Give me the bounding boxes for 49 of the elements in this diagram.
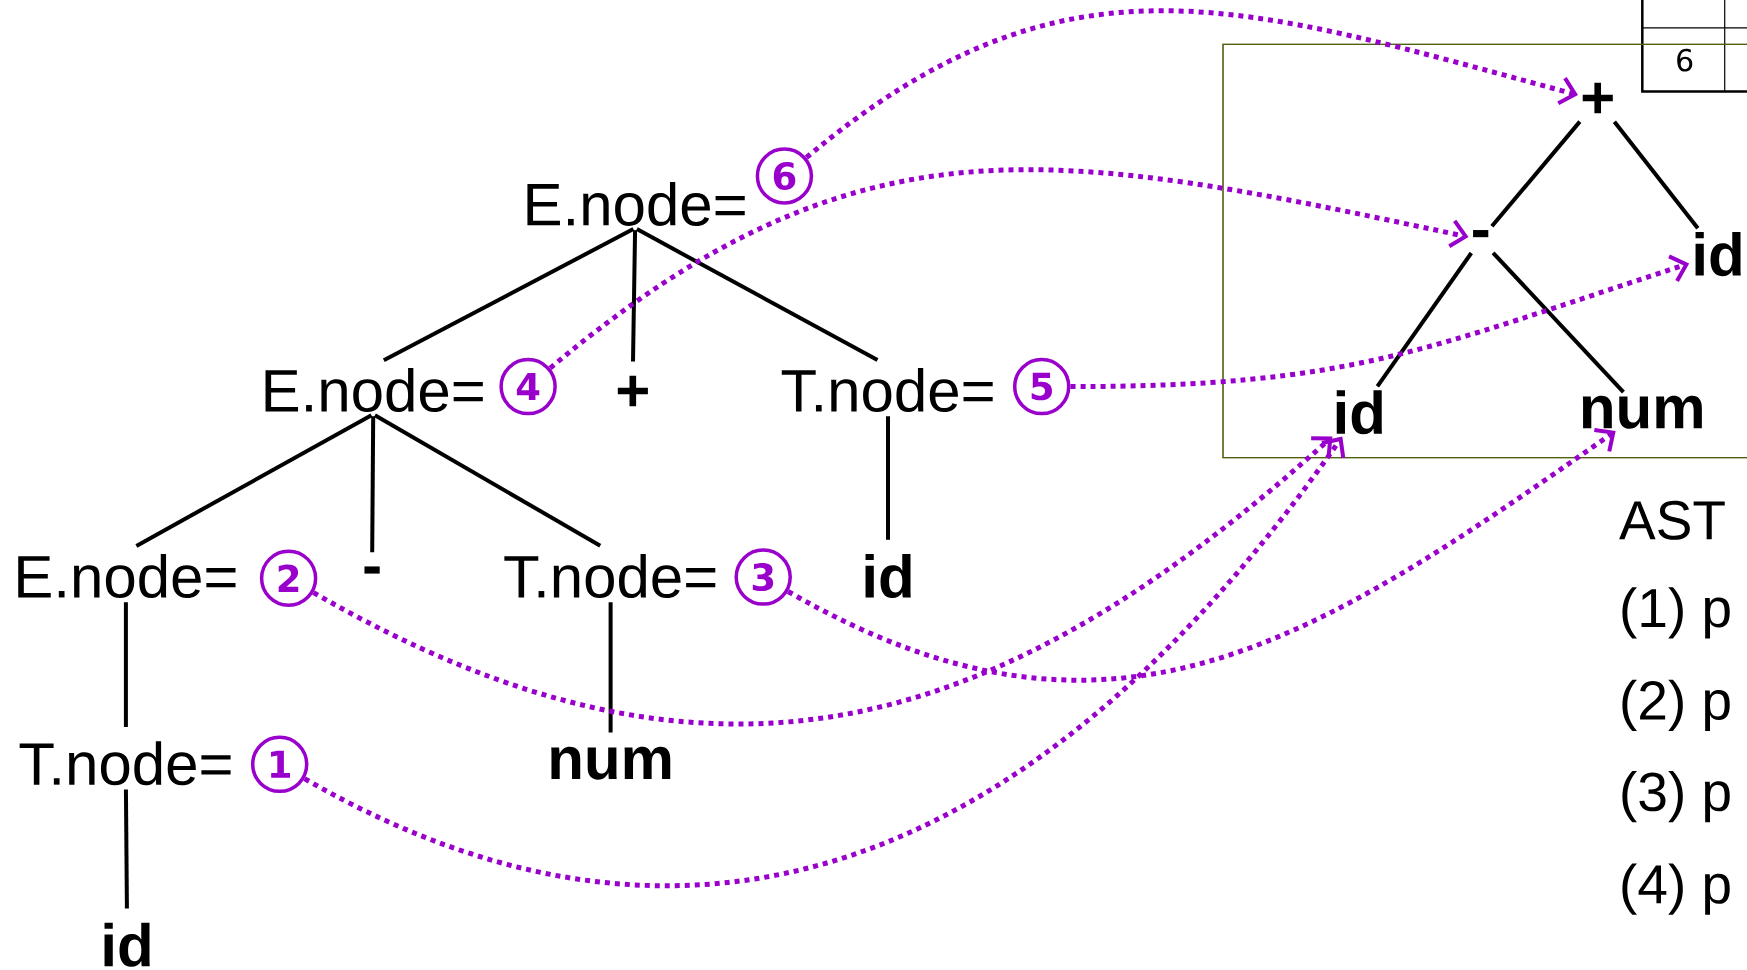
- tree-line: [370, 416, 376, 553]
- circled-number: 1: [250, 735, 309, 794]
- list-item: (3) p: [1622, 771, 1730, 823]
- tree-line: [1490, 120, 1582, 228]
- tree-line: [1612, 120, 1700, 230]
- tree-symbol: num: [1582, 395, 1702, 429]
- circled-number: 4: [499, 357, 557, 416]
- tree-line: [1491, 251, 1625, 394]
- tree-symbol: id: [865, 554, 911, 599]
- attribute-text: T.node=: [781, 368, 993, 413]
- pointer-arrow: [303, 436, 1346, 888]
- tree-line: [135, 413, 373, 548]
- pointer-arrow: [804, 8, 1578, 160]
- tree-line: [635, 227, 879, 362]
- circled-number: 5: [1012, 357, 1071, 416]
- tree-line: [373, 413, 602, 548]
- attribute-text: E.node=: [265, 368, 483, 413]
- circled-number: 2: [259, 549, 318, 607]
- pointer-arrow: [786, 428, 1616, 683]
- tree-symbol: -: [364, 566, 380, 574]
- list-item: (4) p: [1622, 863, 1730, 915]
- ast-frame: [1222, 43, 1747, 459]
- attribute-text: E.node=: [527, 181, 745, 226]
- heading-text: AST: [1619, 500, 1725, 540]
- tree-symbol: +: [1582, 82, 1613, 114]
- tree-line: [123, 602, 128, 727]
- list-item: (1) p: [1622, 587, 1730, 639]
- tree-line: [382, 227, 635, 362]
- tree-symbol: id: [1695, 232, 1741, 277]
- attribute-text: T.node=: [504, 554, 716, 599]
- pointer-arrow: [548, 167, 1469, 371]
- tree-line: [608, 602, 613, 733]
- pointer-arrow: [312, 436, 1333, 726]
- list-item: (2) p: [1622, 679, 1730, 731]
- circled-number: 6: [755, 147, 814, 205]
- tree-symbol: num: [551, 746, 671, 780]
- tree-line: [886, 416, 890, 540]
- tree-symbol: id: [1336, 390, 1382, 435]
- pointer-arrow: [1070, 254, 1690, 390]
- tree-line: [1375, 251, 1473, 388]
- attribute-text: T.node=: [19, 741, 231, 786]
- attribute-text: E.node=: [18, 554, 236, 599]
- tree-line: [631, 230, 638, 362]
- tree-line: [123, 789, 129, 909]
- tree-symbol: +: [617, 375, 648, 407]
- tree-symbol: -: [1473, 230, 1489, 238]
- table-cell: 6: [1677, 48, 1693, 72]
- tree-symbol: id: [104, 922, 150, 967]
- circled-number: 3: [734, 548, 792, 606]
